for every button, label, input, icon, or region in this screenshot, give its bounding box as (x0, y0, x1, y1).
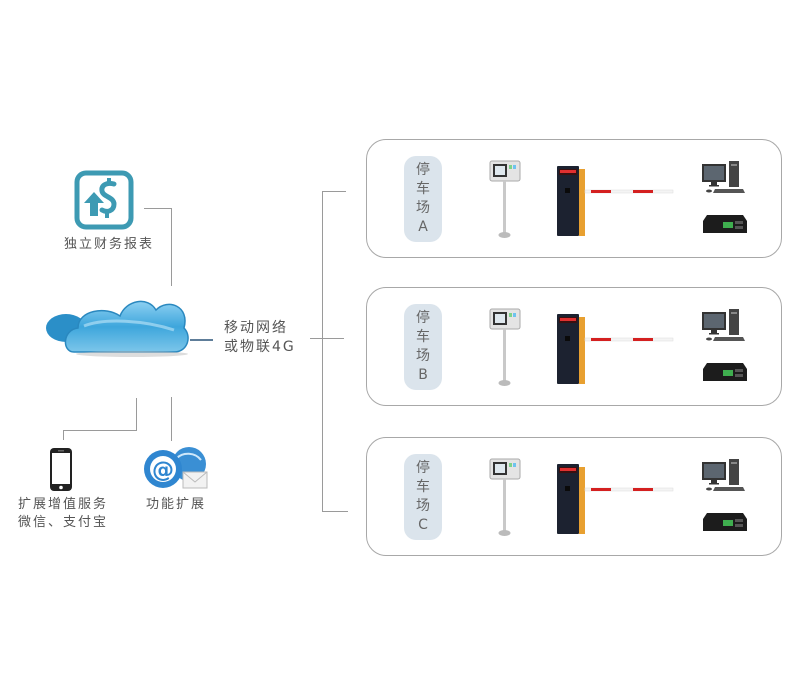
mobile-node (49, 447, 73, 492)
lot-label-char: 场 (416, 498, 430, 514)
lot-label-char: 停 (416, 310, 430, 326)
desktop-computer-icon (701, 458, 745, 492)
ticket-kiosk-icon (489, 160, 521, 240)
network-label-line1: 移动网络 (224, 320, 288, 336)
barrier-gate-icon (557, 314, 675, 386)
connector-extension-v (171, 397, 172, 441)
controller-box-icon (703, 361, 747, 383)
lot-label-char: 车 (416, 181, 430, 197)
svg-text:@: @ (152, 458, 174, 483)
email-at-globe-icon: @ (144, 447, 208, 489)
lot-label-char: 场 (416, 348, 430, 364)
desktop-computer-icon (701, 160, 745, 194)
connector-mobile-h (63, 430, 137, 431)
mobile-label-line2: 微信、支付宝 (18, 515, 109, 530)
controller-box-icon (703, 511, 747, 533)
cloud-node (44, 290, 190, 358)
lot-label-char: 停 (416, 460, 430, 476)
parking-lot-c: 停 车 场 C (366, 437, 782, 556)
bracket-mid-tick (310, 338, 344, 339)
financial-report-label: 独立财务报表 (64, 237, 155, 252)
lot-label-char: 车 (416, 479, 430, 495)
lot-label: 停 车 场 A (404, 156, 442, 242)
connector-report-v (171, 208, 172, 286)
mobile-label-line1: 扩展增值服务 (18, 497, 109, 512)
desktop-computer-icon (701, 308, 745, 342)
lot-label-char: 场 (416, 200, 430, 216)
bracket-bottom-arm (322, 511, 348, 512)
parking-lot-a: 停 车 场 A (366, 139, 782, 258)
bracket-top-arm (322, 191, 346, 192)
financial-report-node (74, 170, 134, 230)
barrier-gate-icon (557, 464, 675, 536)
connector-report-h (144, 208, 172, 209)
extension-node: @ (143, 444, 211, 494)
connector-mobile-v1 (136, 398, 137, 431)
ticket-kiosk-icon (489, 308, 521, 388)
barrier-gate-icon (557, 166, 675, 238)
extension-label: 功能扩展 (146, 497, 207, 512)
lot-label-letter: C (418, 517, 428, 533)
lot-label-letter: A (418, 219, 428, 235)
ticket-kiosk-icon (489, 458, 521, 538)
connector-cloud-network (190, 339, 213, 341)
lot-label: 停 车 场 C (404, 454, 442, 540)
connector-mobile-v2 (63, 430, 64, 440)
bracket-vertical (322, 191, 323, 512)
controller-box-icon (703, 213, 747, 235)
lot-label: 停 车 场 B (404, 304, 442, 390)
lot-label-char: 停 (416, 162, 430, 178)
network-label-line2: 或物联4G (224, 339, 296, 355)
lot-label-char: 车 (416, 329, 430, 345)
smartphone-icon (50, 448, 72, 491)
lot-label-letter: B (418, 367, 428, 383)
parking-lot-b: 停 车 场 B (366, 287, 782, 406)
dollar-up-arrow-icon (74, 170, 134, 230)
cloud-icon (46, 300, 189, 357)
